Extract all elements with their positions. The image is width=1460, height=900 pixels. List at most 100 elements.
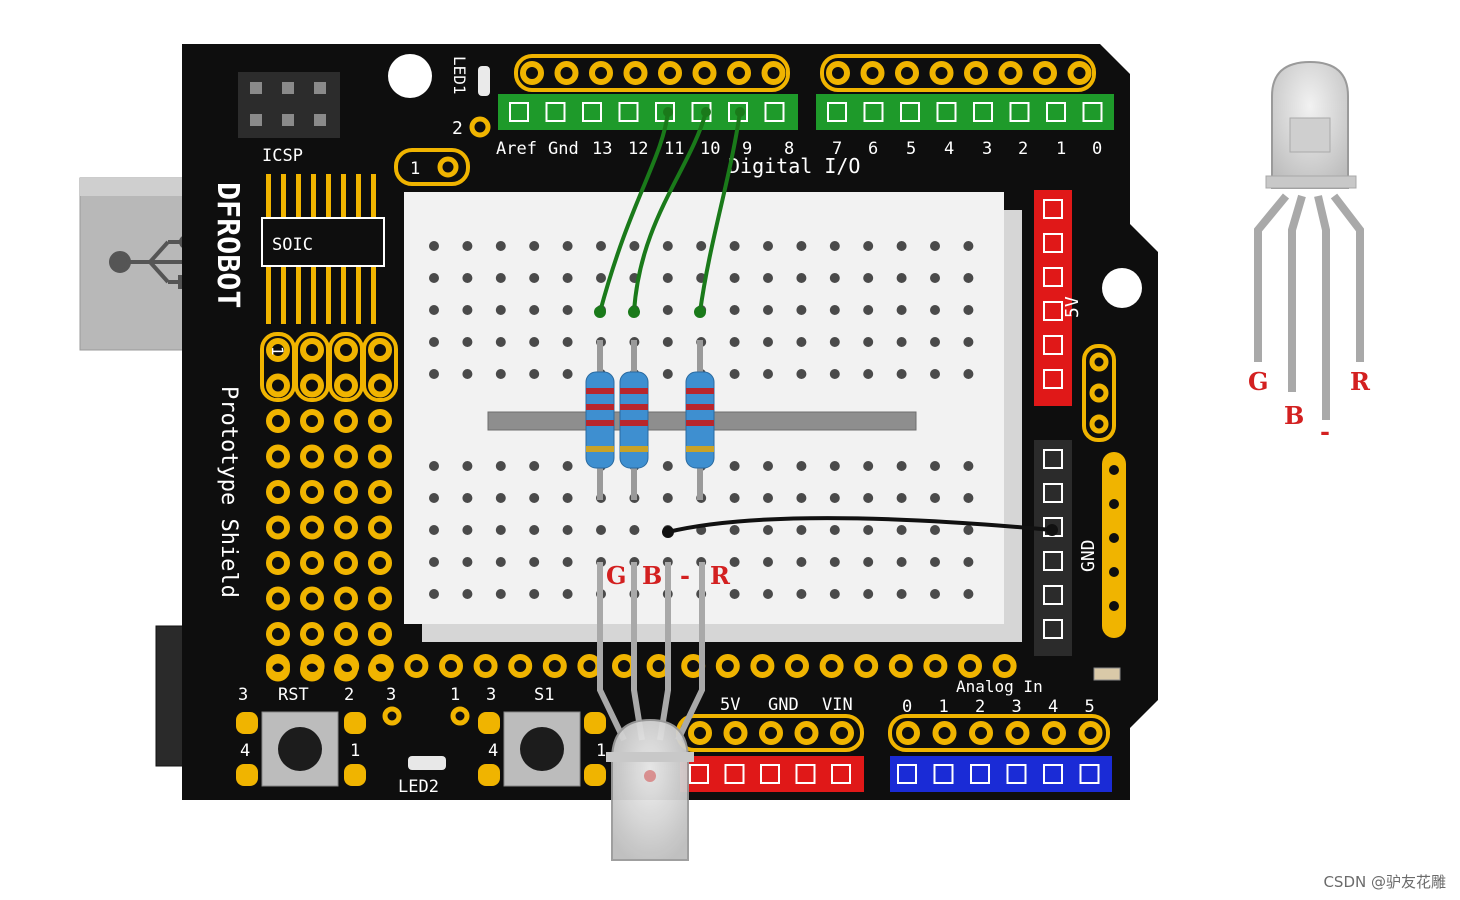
breadboard-hole (930, 525, 940, 535)
breadboard-hole (495, 273, 506, 283)
breadboard-hole (963, 557, 974, 567)
breadboard-hole (796, 557, 807, 567)
pad (266, 515, 290, 540)
pad (300, 338, 324, 362)
breadboard-hole (796, 273, 807, 283)
breadboard-hole (462, 305, 473, 315)
analog-pin-label: 1 (939, 697, 949, 717)
breadboard-hole (863, 369, 874, 379)
socket (582, 102, 602, 122)
socket (1009, 102, 1030, 122)
pad (715, 654, 740, 678)
pad (723, 721, 748, 745)
breadboard-hole (662, 241, 673, 251)
breadboard-hole (429, 241, 439, 251)
breadboard-hole (462, 461, 473, 471)
pad (932, 721, 957, 745)
power-header (680, 756, 864, 792)
breadboard-hole (529, 273, 540, 283)
digital-header-right (816, 94, 1114, 130)
breadboard-hole (763, 337, 773, 347)
rgb-led-breadboard (597, 562, 705, 861)
lead-label: R (1350, 367, 1371, 396)
pad (992, 654, 1017, 678)
pad (368, 551, 392, 575)
breadboard-hole (829, 369, 840, 379)
pad (854, 654, 879, 678)
power-label: VIN (822, 695, 853, 715)
button-pin-label: 2 (344, 685, 354, 705)
pad (368, 586, 392, 611)
breadboard-hole (529, 369, 540, 379)
breadboard-hole (529, 493, 540, 503)
breadboard-hole (896, 589, 907, 599)
watermark: CSDN @驴友花雕 (1323, 873, 1446, 891)
socket (970, 764, 990, 784)
pad (334, 586, 358, 611)
small-pads (382, 706, 470, 726)
analog-header (890, 756, 1112, 792)
pad (368, 338, 392, 362)
breadboard-hole (896, 557, 907, 567)
pad (896, 721, 920, 745)
breadboard-hole (562, 589, 573, 599)
socket (1043, 233, 1063, 253)
led2-label: LED2 (398, 777, 439, 797)
socket (1043, 369, 1063, 389)
lead-label: B (642, 561, 662, 590)
pad-row-frame (820, 54, 1096, 92)
pad (300, 480, 324, 504)
pad (923, 654, 948, 678)
board-name: Prototype Shield (216, 386, 241, 598)
resistor-band (586, 420, 614, 426)
breadboard-hole (495, 305, 506, 315)
pad (368, 622, 392, 646)
pin1-label: 1 (268, 346, 287, 356)
s1-button[interactable] (503, 711, 581, 787)
breadboard-hole (896, 525, 907, 535)
digital-pin-label: 13 (592, 139, 612, 159)
wire-ends (594, 107, 745, 318)
rgb-led-detail (1254, 60, 1364, 420)
breadboard-hole (863, 493, 874, 503)
pad (520, 61, 544, 85)
socket (545, 102, 566, 122)
resistor-band (620, 388, 648, 394)
breadboard-hole (930, 305, 940, 315)
wire-pin11 (598, 110, 670, 314)
5v-side-label: 5V (1062, 296, 1083, 318)
soic-label: SOIC (272, 235, 313, 255)
pad (266, 551, 290, 575)
digital-pin-label: 2 (1018, 139, 1028, 159)
analog-pin-label: 2 (975, 697, 985, 717)
breadboard-hole (963, 493, 974, 503)
pad (958, 654, 982, 678)
breadboard-hole (930, 557, 940, 567)
reset-button[interactable] (261, 711, 339, 787)
pad (334, 373, 358, 398)
rst-label: RST (278, 685, 309, 705)
breadboard-hole (629, 241, 640, 251)
breadboard-hole (963, 273, 974, 283)
breadboard-hole (763, 369, 773, 379)
pad (589, 61, 613, 85)
socket (900, 102, 920, 122)
breadboard-hole (562, 241, 573, 251)
jumper-wires (598, 110, 1054, 534)
breadboard-hole (796, 369, 807, 379)
breadboard-hole (529, 461, 540, 471)
breadboard-hole (562, 273, 573, 283)
breadboard-hole (729, 525, 740, 535)
lead-label: G (606, 561, 627, 590)
breadboard-hole (930, 461, 940, 471)
pad (334, 622, 358, 646)
breadboard-hole (930, 337, 940, 347)
breadboard-hole (662, 493, 673, 503)
lead-label: - (1320, 417, 1330, 446)
breadboard-hole (863, 557, 874, 567)
smd-resistor (1093, 667, 1121, 681)
power-5v-header (1034, 190, 1072, 406)
resistor (585, 340, 615, 500)
